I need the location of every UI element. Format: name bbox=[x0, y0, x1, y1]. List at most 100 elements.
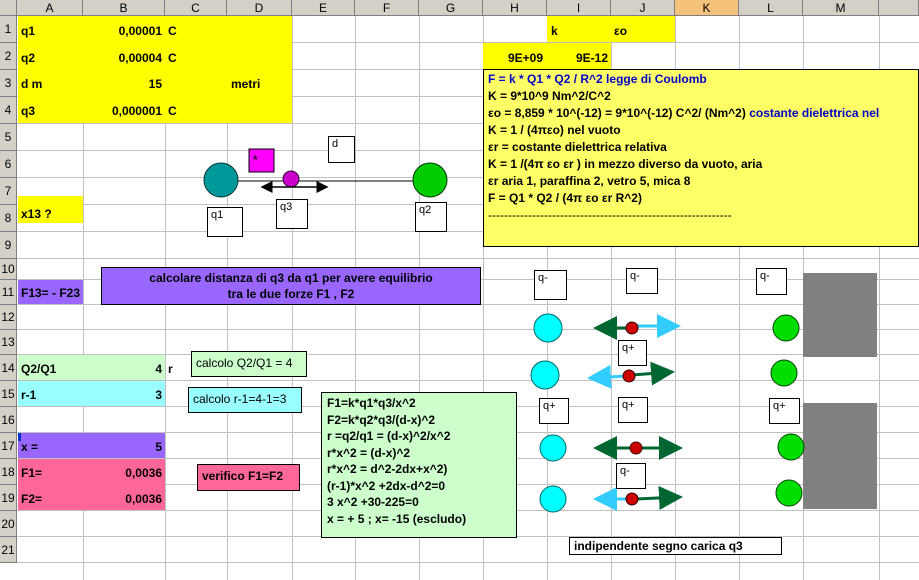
label-row16-q-plus-1[interactable]: q+ bbox=[539, 398, 569, 424]
label-q3[interactable]: q3 bbox=[276, 199, 308, 229]
calcolo-q2q1-box[interactable]: calcolo Q2/Q1 = 4 bbox=[191, 351, 307, 377]
row-header-14[interactable]: 14 bbox=[0, 355, 17, 381]
equation-7: 3 x^2 +30-225=0 bbox=[327, 495, 419, 509]
column-header-i[interactable]: I bbox=[547, 0, 611, 16]
cell-i2[interactable]: 9E-12 bbox=[576, 51, 609, 65]
row-header-16[interactable]: 16 bbox=[0, 407, 17, 433]
label-row16-q-plus-3[interactable]: q+ bbox=[769, 398, 800, 424]
coulomb-note-4: K = 1 / (4πεo) nel vuoto bbox=[488, 123, 621, 137]
row-header-12[interactable]: 12 bbox=[0, 305, 17, 330]
select-all-corner[interactable] bbox=[0, 0, 17, 16]
charge-cyan-1 bbox=[533, 313, 563, 343]
cell-h2[interactable]: 9E+09 bbox=[508, 51, 544, 65]
label-row11-q-minus-1[interactable]: q- bbox=[534, 270, 567, 300]
yellow-fill-h2-i2 bbox=[483, 43, 611, 69]
cell-a8[interactable]: x13 ? bbox=[21, 207, 52, 221]
coulomb-notes-box[interactable]: F = k * Q1 * Q2 / R^2 legge di Coulomb K… bbox=[483, 69, 919, 247]
cell-b14[interactable]: 4 bbox=[155, 362, 162, 376]
row-header-1[interactable]: 1 bbox=[0, 16, 17, 43]
label-row13-q-plus[interactable]: q+ bbox=[618, 340, 647, 366]
label-q2[interactable]: q2 bbox=[415, 202, 447, 232]
column-header-h[interactable]: H bbox=[483, 0, 547, 16]
equations-box[interactable]: F1=k*q1*q3/x^2 F2=k*q2*q3/(d-x)^2 r =q2/… bbox=[321, 392, 517, 538]
label-row11-q-minus-2[interactable]: q- bbox=[626, 268, 658, 294]
cell-b18[interactable]: 0,0036 bbox=[125, 466, 162, 480]
row-header-13[interactable]: 13 bbox=[0, 330, 17, 355]
column-header-b[interactable]: B bbox=[83, 0, 165, 16]
charge-red-3 bbox=[629, 441, 643, 455]
cell-b4[interactable]: 0,000001 bbox=[111, 104, 162, 118]
column-header-d[interactable]: D bbox=[227, 0, 292, 16]
charge-q1-circle bbox=[203, 162, 239, 198]
cell-b17[interactable]: 5 bbox=[155, 440, 162, 454]
row-header-8[interactable]: 8 bbox=[0, 205, 17, 232]
row-header-9[interactable]: 9 bbox=[0, 232, 17, 259]
row-header-18[interactable]: 18 bbox=[0, 459, 17, 485]
cell-a18[interactable]: F1= bbox=[21, 466, 43, 480]
cell-b2[interactable]: 0,00004 bbox=[118, 51, 162, 65]
calc-title-box[interactable]: calcolare distanza di q3 da q1 per avere… bbox=[101, 267, 481, 305]
coulomb-note-divider: ----------------------------------------… bbox=[488, 208, 732, 222]
coulomb-note-1: F = k * Q1 * Q2 / R^2 legge di Coulomb bbox=[488, 72, 707, 86]
column-header-l[interactable]: L bbox=[739, 0, 803, 16]
cell-a3[interactable]: d m bbox=[21, 77, 43, 91]
label-d[interactable]: d bbox=[328, 136, 355, 163]
row-header-15[interactable]: 15 bbox=[0, 381, 17, 407]
row-header-10[interactable]: 10 bbox=[0, 259, 17, 280]
cell-c1[interactable]: C bbox=[168, 24, 177, 38]
row-header-19[interactable]: 19 bbox=[0, 485, 17, 511]
indipendente-box[interactable]: indipendente segno carica q3 bbox=[569, 537, 782, 555]
row-header-6[interactable]: 6 bbox=[0, 151, 17, 178]
column-header-j[interactable]: J bbox=[611, 0, 675, 16]
cell-a1[interactable]: q1 bbox=[21, 24, 36, 38]
cell-a4[interactable]: q3 bbox=[21, 104, 36, 118]
column-header-m[interactable]: M bbox=[803, 0, 879, 16]
cell-j1[interactable]: εo bbox=[614, 24, 628, 38]
cell-b3[interactable]: 15 bbox=[148, 77, 162, 91]
cell-a19[interactable]: F2= bbox=[21, 492, 43, 506]
calc-title-line-2: tra le due forze F1 , F2 bbox=[227, 287, 355, 301]
calcolo-r1-box[interactable]: calcolo r-1=4-1=3 bbox=[188, 387, 302, 413]
row-header-3[interactable]: 3 bbox=[0, 70, 17, 97]
column-header-e[interactable]: E bbox=[292, 0, 355, 16]
cell-b19[interactable]: 0,0036 bbox=[125, 492, 162, 506]
label-row11-q-minus-3[interactable]: q- bbox=[756, 268, 787, 295]
column-header-k[interactable]: K bbox=[675, 0, 739, 16]
purple-fill-a11 bbox=[18, 280, 83, 304]
column-header-c[interactable]: C bbox=[165, 0, 227, 16]
cell-a14[interactable]: Q2/Q1 bbox=[21, 362, 57, 376]
label-row18-q-minus[interactable]: q- bbox=[616, 463, 646, 489]
cell-c14[interactable]: r bbox=[168, 362, 173, 376]
cell-b1[interactable]: 0,00001 bbox=[118, 24, 162, 38]
equation-2: F2=k*q2*q3/(d-x)^2 bbox=[327, 412, 436, 427]
verifico-box[interactable]: verifico F1=F2 bbox=[197, 464, 300, 491]
row-header-21[interactable]: 21 bbox=[0, 537, 17, 563]
cell-b15[interactable]: 3 bbox=[155, 388, 162, 402]
cell-c4[interactable]: C bbox=[168, 104, 177, 118]
label-row16-q-plus-2[interactable]: q+ bbox=[618, 397, 648, 423]
cell-a2[interactable]: q2 bbox=[21, 51, 36, 65]
row-header-11[interactable]: 11 bbox=[0, 280, 17, 305]
row-header-7[interactable]: 7 bbox=[0, 178, 17, 205]
row-header-2[interactable]: 2 bbox=[0, 43, 17, 70]
charge-cyan-2 bbox=[530, 360, 560, 390]
label-q1[interactable]: q1 bbox=[207, 207, 243, 237]
row-header-20[interactable]: 20 bbox=[0, 511, 17, 537]
column-header-a[interactable]: A bbox=[17, 0, 83, 16]
row-header-5[interactable]: 5 bbox=[0, 124, 17, 151]
column-header-g[interactable]: G bbox=[419, 0, 483, 16]
cell-a11[interactable]: F13= - F23 bbox=[21, 286, 81, 300]
cell-c2[interactable]: C bbox=[168, 51, 177, 65]
magenta-square bbox=[248, 148, 275, 173]
cell-d3[interactable]: metri bbox=[231, 77, 261, 91]
charge-q3-circle bbox=[282, 170, 300, 188]
charge-green-1 bbox=[772, 314, 800, 342]
column-header-f[interactable]: F bbox=[355, 0, 419, 16]
cell-i1[interactable]: k bbox=[551, 24, 558, 38]
cell-a17[interactable]: x = bbox=[21, 440, 39, 454]
row-header-17[interactable]: 17 bbox=[0, 433, 17, 459]
cell-a15[interactable]: r-1 bbox=[21, 388, 37, 402]
coulomb-note-3: εo = 8,859 * 10^(-12) = 9*10^(-12) C^2/ … bbox=[488, 105, 914, 122]
row-header-4[interactable]: 4 bbox=[0, 97, 17, 124]
green-fill-a14-b14 bbox=[18, 355, 165, 380]
